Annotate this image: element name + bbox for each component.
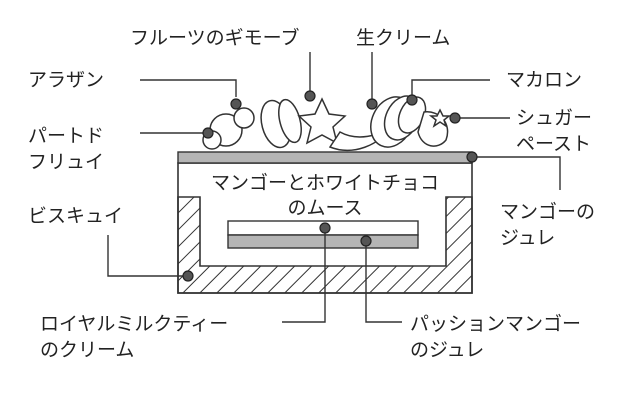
- label-mango-white-choco-mousse-line2: のムース: [287, 197, 362, 219]
- label-mango-white-choco-mousse-line1: マンゴーとホワイトチョコ: [211, 172, 439, 194]
- biscuit-layer: [177, 196, 473, 294]
- label-pate-de-fruit-line2: フリュイ: [28, 151, 104, 173]
- label-mango-jelly-line1: マンゴーの: [500, 201, 595, 223]
- passion-mango-jelly-layer: [227, 234, 419, 249]
- sugar-paste-star: [428, 108, 452, 128]
- label-sugar-paste-line1: シュガー: [516, 107, 592, 129]
- label-fruit-gimauve: フルーツのギモーブ: [130, 26, 299, 49]
- label-arazan: アラザン: [28, 69, 104, 91]
- label-fresh-cream: 生クリーム: [356, 27, 450, 49]
- label-sugar-paste-line2: ペースト: [516, 133, 591, 155]
- label-biscuit: ビスキュイ: [28, 205, 123, 227]
- label-passion-mango-jelly-line1: パッションマンゴー: [410, 313, 581, 335]
- label-royal-milk-tea-cream-line2: のクリーム: [40, 339, 134, 361]
- label-mango-jelly-line2: ジュレ: [500, 227, 555, 249]
- label-passion-mango-jelly-line2: のジュレ: [410, 339, 484, 361]
- leader-lines: [107, 52, 561, 323]
- label-pate-de-fruit-line1: パートド: [28, 125, 104, 147]
- mango-jelly-top-layer: [177, 151, 473, 164]
- label-macaron: マカロン: [506, 69, 582, 91]
- label-royal-milk-tea-cream-line1: ロイヤルミルクティー: [40, 313, 228, 335]
- marker-dots: [182, 90, 478, 282]
- star-decoration: [297, 97, 347, 145]
